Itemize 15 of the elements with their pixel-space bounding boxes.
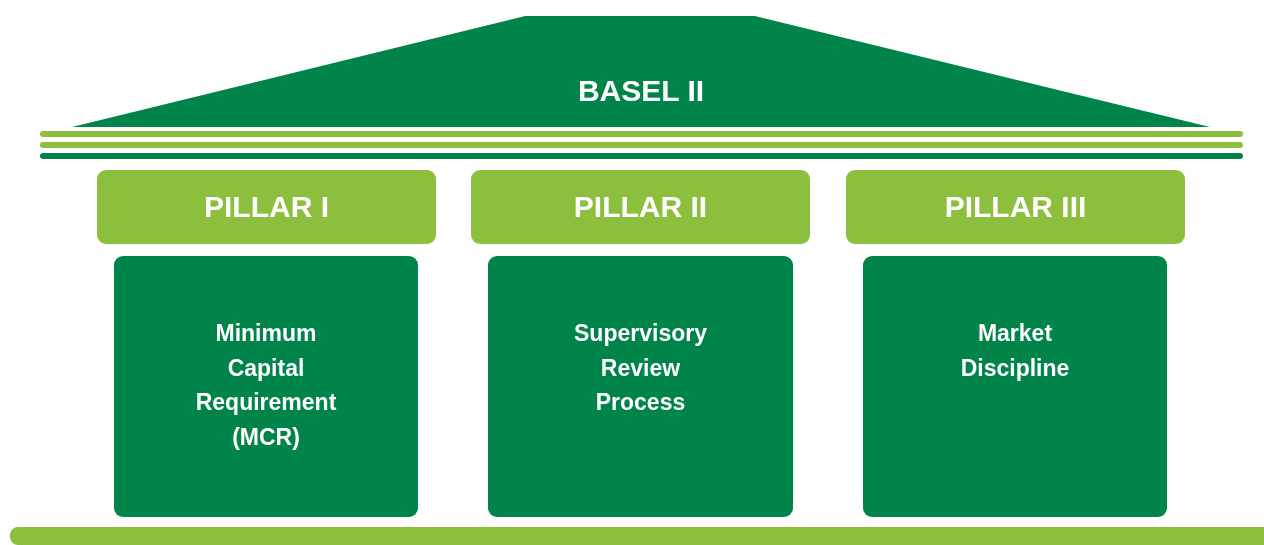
- pillar-header: [471, 170, 810, 244]
- pillar-body: [863, 256, 1167, 517]
- pillar-description: Minimum Capital Requirement (MCR): [194, 319, 338, 452]
- pillar-title: PILLAR III: [944, 190, 1087, 224]
- roof-title: BASEL II: [577, 73, 705, 109]
- temple-base: [10, 527, 1264, 545]
- pillar-header: [97, 170, 436, 244]
- pillar-body: [488, 256, 793, 517]
- pillar-header: [846, 170, 1185, 244]
- pillar-title: PILLAR II: [573, 190, 708, 224]
- pillar-description: Supervisory Review Process: [573, 319, 708, 417]
- roof-shape: [72, 16, 1210, 127]
- pillar-description: Market Discipline: [959, 319, 1071, 383]
- pillar-body: [114, 256, 418, 517]
- pillar-title: PILLAR I: [204, 190, 329, 224]
